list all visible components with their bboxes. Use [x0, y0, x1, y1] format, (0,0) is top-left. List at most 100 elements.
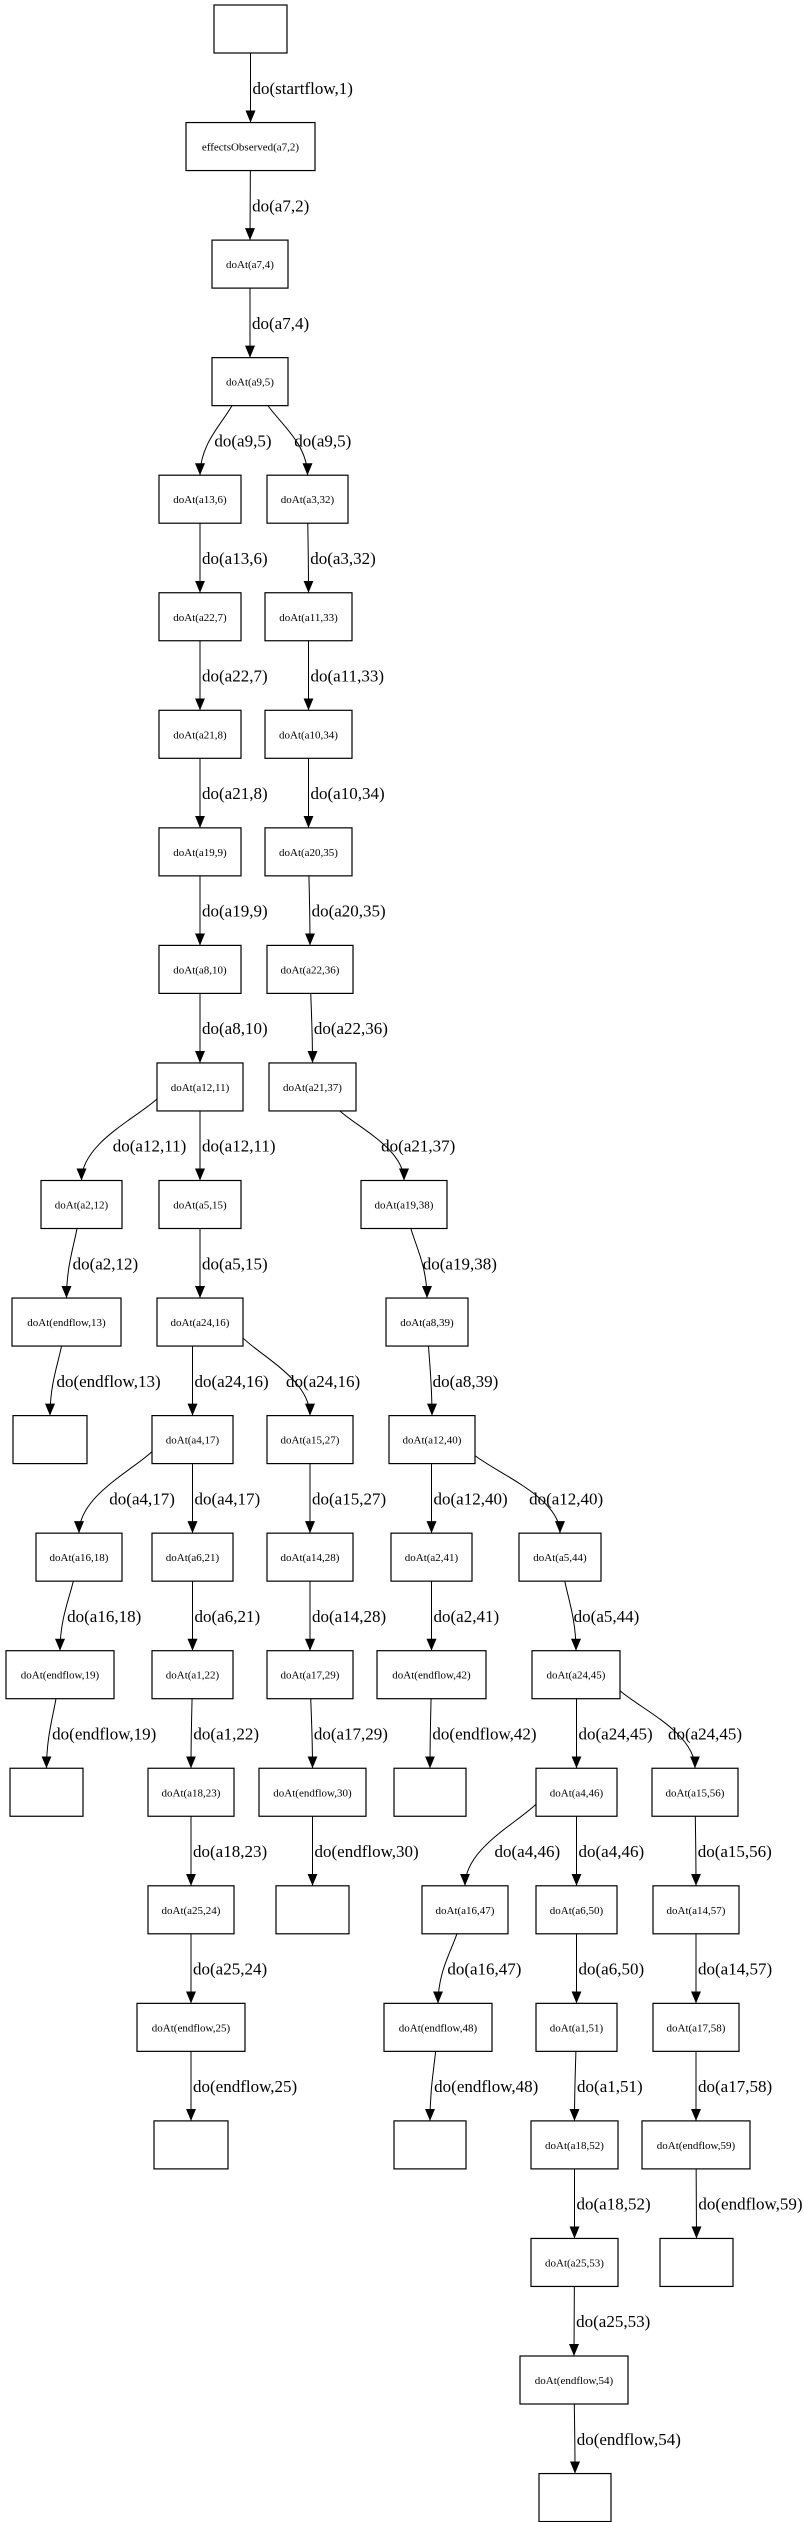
graph-edge: do(a2,41) — [426, 1581, 499, 1651]
node-box — [518, 1532, 602, 1582]
node-label: doAt(a17,58) — [667, 2022, 726, 2034]
node-label: doAt(a19,38) — [375, 1200, 434, 1212]
graph-node: doAt(a10,34) — [264, 709, 353, 759]
graph-node-empty — [659, 2237, 734, 2288]
node-box — [376, 1650, 487, 1700]
graph-node: doAt(a4,17) — [151, 1414, 234, 1465]
graph-edge: do(endflow,54) — [569, 2403, 681, 2474]
edge-label: do(a24,16) — [286, 1372, 360, 1391]
edge-arrow — [569, 2051, 580, 2121]
node-label: doAt(a8,10) — [173, 964, 227, 976]
edge-label: do(a1,51) — [577, 2077, 643, 2096]
edge-label: do(endflow,25) — [193, 2077, 297, 2096]
node-label: doAt(a9,5) — [226, 377, 274, 389]
graph-node: doAt(a9,5) — [211, 357, 289, 407]
edge-label: do(a9,5) — [214, 431, 271, 450]
node-label: doAt(a2,12) — [55, 1200, 109, 1212]
edge-arrow — [41, 1698, 57, 1769]
graph-node: doAt(a19,38) — [360, 1179, 448, 1230]
graph-node: doAt(a1,51) — [535, 2002, 618, 2052]
graph-edge: do(a3,32) — [303, 523, 376, 593]
graph-node: doAt(endflow,30) — [258, 1767, 367, 1817]
node-box — [9, 1767, 84, 1817]
node-box — [266, 1532, 354, 1582]
edge-label: do(a13,6) — [202, 549, 268, 568]
graph-edge: do(a4,17) — [187, 1463, 260, 1534]
node-label: doAt(a6,50) — [550, 1905, 604, 1917]
graph-edge: do(a5,44) — [564, 1581, 639, 1651]
node-box — [652, 1885, 740, 1935]
node-label: doAt(a24,45) — [547, 1670, 606, 1682]
node-box — [388, 1414, 476, 1465]
graph-node: doAt(endflow,54) — [519, 2355, 629, 2405]
graph-edge: do(a21,37) — [339, 1110, 455, 1181]
node-box — [390, 1532, 473, 1582]
graph-edge: do(a24,45) — [571, 1698, 653, 1769]
node-label: doAt(a14,28) — [281, 1552, 340, 1564]
graph-node: doAt(a15,56) — [651, 1767, 739, 1817]
node-box — [153, 2120, 229, 2170]
graph-node: doAt(a8,10) — [158, 944, 242, 995]
node-label: doAt(a16,18) — [50, 1552, 109, 1564]
node-label: doAt(a11,33) — [279, 612, 338, 624]
edge-label: do(endflow,42) — [432, 1724, 536, 1743]
node-box — [147, 1767, 235, 1817]
edge-arrow — [195, 405, 233, 476]
edge-label: do(a10,34) — [311, 784, 385, 803]
edge-arrow — [186, 1698, 197, 1769]
graph-edge: do(a19,9) — [195, 875, 268, 946]
node-box — [40, 1179, 123, 1230]
graph-node: doAt(a12,11) — [156, 1062, 244, 1112]
node-box — [268, 1062, 357, 1112]
node-label: doAt(a15,56) — [666, 1787, 725, 1799]
graph-edge: do(a14,57) — [691, 1933, 772, 2004]
node-label: doAt(endflow,54) — [535, 2375, 614, 2387]
edge-label: do(a8,39) — [433, 1372, 499, 1391]
edge-label: do(a22,7) — [202, 667, 268, 686]
edge-arrow — [619, 1690, 700, 1769]
edge-arrow — [45, 1345, 63, 1416]
graph-edge: do(a1,22) — [186, 1698, 259, 1769]
edge-label: do(a19,38) — [423, 1254, 497, 1273]
edge-label: do(a3,32) — [310, 549, 376, 568]
graph-edge: do(a15,56) — [690, 1816, 772, 1886]
graph-node: doAt(a25,24) — [147, 1885, 235, 1935]
graph-node: doAt(endflow,42) — [376, 1650, 487, 1700]
node-label: doAt(a10,34) — [279, 729, 338, 741]
edge-label: do(endflow,54) — [577, 2430, 681, 2449]
graph-node: doAt(a12,40) — [388, 1414, 476, 1465]
nodes-layer: effectsObserved(a7,2)doAt(a7,4)doAt(a9,5… — [5, 4, 751, 2522]
edge-arrow — [564, 1581, 581, 1651]
edge-label: do(a12,11) — [202, 1137, 276, 1156]
graph-node: doAt(a6,50) — [535, 1885, 618, 1935]
edge-label: do(a24,16) — [195, 1372, 269, 1391]
graph-node: doAt(a17,58) — [652, 2002, 740, 2052]
edge-label: do(a1,22) — [193, 1724, 259, 1743]
node-label: doAt(endflow,59) — [657, 2140, 736, 2152]
graph-edge: do(a17,29) — [307, 1698, 388, 1769]
node-box — [538, 2472, 612, 2522]
node-box — [264, 709, 353, 759]
node-box — [158, 709, 242, 759]
edge-label: do(endflow,13) — [56, 1372, 160, 1391]
node-box — [266, 1650, 354, 1700]
node-box — [535, 1885, 618, 1935]
graph-node: doAt(endflow,59) — [641, 2120, 751, 2170]
graph-node: doAt(a14,57) — [652, 1885, 740, 1935]
graph-edge: do(a24,16) — [187, 1346, 269, 1416]
node-box — [264, 592, 353, 642]
edge-label: do(a11,33) — [311, 667, 385, 686]
graph-edge: do(a24,16) — [242, 1337, 360, 1416]
graph-edge: do(a12,11) — [76, 1098, 187, 1181]
graph-node-empty — [153, 2120, 229, 2170]
edges-layer: do(startflow,1)do(a7,2)do(a7,4)do(a9,5)d… — [41, 52, 803, 2474]
graph-node: doAt(a21,37) — [268, 1062, 357, 1112]
edge-arrow — [55, 1581, 74, 1651]
graph-edge: do(a16,47) — [433, 1933, 521, 2004]
node-label: doAt(a25,53) — [545, 2257, 604, 2269]
edge-label: do(a12,11) — [113, 1137, 187, 1156]
graph-node: doAt(a18,23) — [147, 1767, 235, 1817]
graph-node: doAt(a15,27) — [266, 1414, 354, 1465]
node-box — [151, 1650, 234, 1700]
graph-edge: do(a4,46) — [460, 1803, 560, 1886]
